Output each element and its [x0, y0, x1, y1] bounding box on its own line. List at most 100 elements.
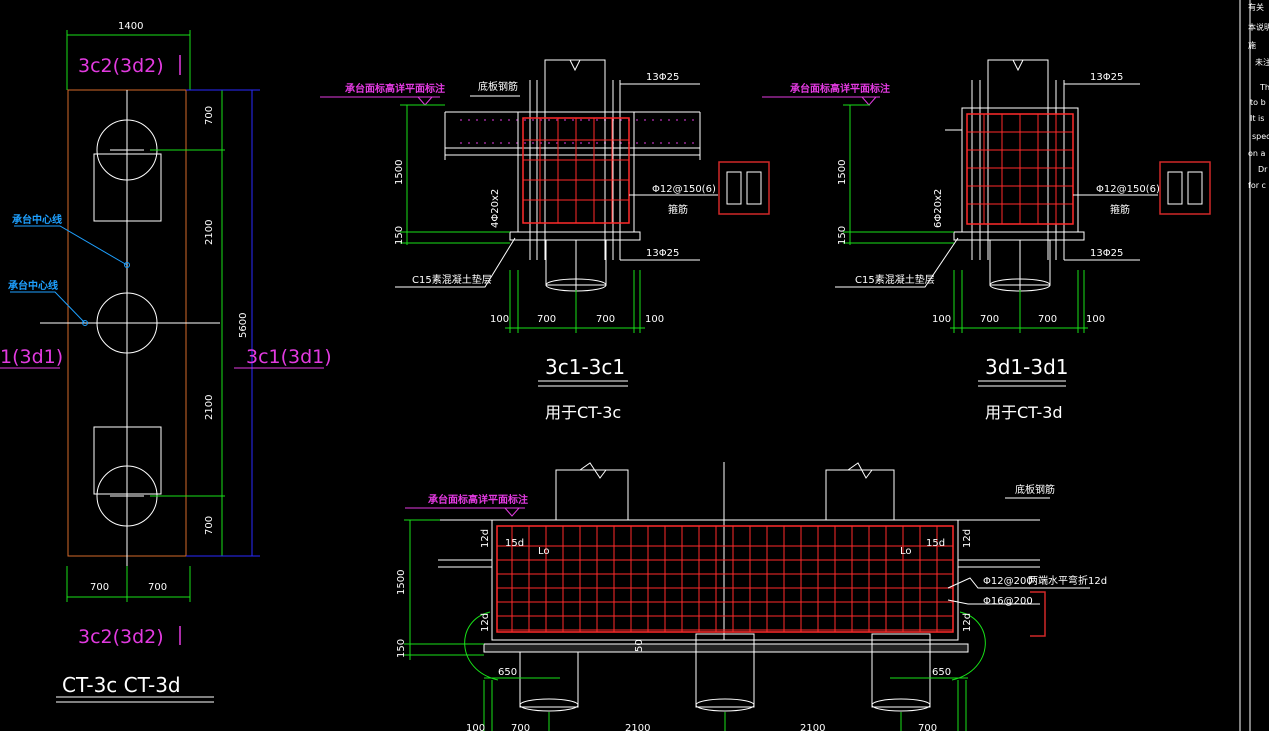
section-d-stirrup-detail-left: [1167, 171, 1183, 205]
side-note-7: It is: [1250, 114, 1264, 123]
centerline-dot-2: [82, 320, 88, 326]
plan-section-right: 3c1(3d1): [246, 346, 332, 368]
long-bottom-dim-1: 100: [466, 723, 485, 731]
section-c-subtitle: 用于CT-3c: [545, 403, 621, 422]
plan-dim-2100-top: 2100: [204, 220, 215, 245]
section-d-dim-4: 100: [1086, 314, 1105, 325]
section-c-rebar-verticals: [539, 118, 613, 223]
column-box-bottom: [93, 426, 162, 495]
section-d-rebar-verticals: [983, 114, 1057, 224]
plan-view: 1400 3c2(3d2) 700 2100 2100 700 5600 1(3…: [0, 21, 332, 703]
side-note-8: spec: [1252, 132, 1269, 141]
long-hook-right: [951, 611, 986, 681]
long-hook-left: [464, 611, 499, 681]
section-d-depth-text: 1500: [837, 160, 848, 185]
column-box-top: [93, 153, 162, 222]
section-d-bottom-dim-ticks: [953, 270, 1085, 333]
long-cushion: [483, 643, 969, 653]
section-d-stirrup: Φ12@150(6): [1096, 184, 1160, 195]
plan-dim-700-bottom: 700: [204, 516, 215, 535]
section-c-level-mark: [417, 96, 433, 106]
section-c-column: [544, 59, 606, 113]
section-c-bottom-bars: 13Φ25: [646, 248, 679, 259]
plan-dim-700-top: 700: [204, 106, 215, 125]
long-rebar-verticals: [511, 526, 938, 632]
section-d-side-bars: 6Φ20x2: [933, 189, 944, 228]
section-d-dim-3: 700: [1038, 314, 1057, 325]
long-hook-top-right: 12d: [962, 529, 973, 548]
long-pile-right-end: [871, 698, 931, 712]
side-note-1: 有关: [1248, 2, 1264, 12]
centerline-dot-1: [124, 262, 130, 268]
section-3d1: 承台面标高详平面标注 1500 150 6: [762, 59, 1211, 422]
centerline-leader-1: [14, 225, 128, 266]
plan-dim-total: 5600: [238, 313, 249, 338]
section-c-title: 3c1-3c1: [545, 355, 625, 379]
section-d-subtitle: 用于CT-3d: [985, 403, 1063, 422]
long-bottom-dim-5: 700: [918, 723, 937, 731]
long-bar-vert: Φ16@200: [983, 596, 1033, 607]
plan-section-top: 3c2(3d2): [78, 55, 164, 77]
section-d-level-mark: [861, 96, 877, 106]
long-cap-outline: [491, 519, 959, 641]
side-note-9: on a: [1248, 149, 1266, 158]
long-bottom-dim-ticks: [483, 680, 967, 731]
section-c-rebar-horizontals: [523, 139, 629, 201]
centerline-label-1: 承台中心线: [12, 213, 62, 226]
plan-section-bottom: 3c2(3d2): [78, 626, 164, 648]
section-c-stirrup-note: 箍筋: [668, 203, 688, 216]
centerline-leader-2: [10, 291, 86, 324]
section-d-stirrup-note: 箍筋: [1110, 203, 1130, 216]
section-c-dim-2: 700: [537, 314, 556, 325]
long-level-mark: [504, 507, 520, 517]
long-bar-horiz-leader: [947, 577, 1090, 589]
long-detail-bracket: [1030, 591, 1046, 637]
section-d-cushion-text: 150: [837, 226, 848, 245]
side-note-2: 本说明: [1248, 22, 1269, 32]
long-column-left: [555, 469, 629, 521]
long-bottom-dim-2: 700: [511, 723, 530, 731]
section-d-top-note: 承台面标高详平面标注: [790, 82, 890, 95]
plan-top-dim-text: 1400: [118, 21, 143, 32]
long-bottom-dim-3: 2100: [625, 723, 650, 731]
plan-section-left: 1(3d1): [0, 346, 63, 368]
section-d-stirrup-detail-right: [1187, 171, 1203, 205]
long-top-note: 承台面标高详平面标注: [428, 493, 528, 506]
side-note-4: 未注明: [1255, 57, 1269, 67]
long-cover: 50: [634, 639, 645, 652]
side-note-10: Dr: [1258, 165, 1268, 174]
section-d-rebar-horizontals: [967, 131, 1073, 205]
long-hook-bot-right: 12d: [962, 613, 973, 632]
long-bar-horiz-note: 两端水平弯折12d: [1028, 574, 1107, 587]
section-c-stirrup-detail-left: [726, 171, 742, 205]
long-section: 承台面标高详平面标注: [396, 462, 1107, 731]
section-d-top-bars: 13Φ25: [1090, 72, 1123, 83]
section-c-cushion-leader: [395, 237, 516, 288]
section-d-column-break: [1012, 59, 1024, 72]
long-cushion-text: 150: [396, 639, 407, 658]
side-note-3: 施: [1248, 40, 1256, 50]
section-c-stirrup: Φ12@150(6): [652, 184, 716, 195]
long-depth-text: 1500: [396, 570, 407, 595]
long-pile-right: [871, 633, 931, 708]
long-edge-left: 650: [498, 667, 517, 678]
side-note-11: for c: [1248, 181, 1266, 190]
long-rebar-horizontals: [497, 545, 953, 631]
section-c-top-note: 承台面标高详平面标注: [345, 82, 445, 95]
plan-bottom-dim-2: 700: [148, 582, 167, 593]
section-d-title: 3d1-3d1: [985, 355, 1069, 379]
section-c-dim-1: 100: [490, 314, 509, 325]
section-c-bottom-dim-ticks: [509, 270, 641, 333]
section-c-depth-text: 1500: [394, 160, 405, 185]
long-anchor-right: 15d: [926, 538, 945, 549]
section-3c1: 承台面标高详平面标注 底板钢筋: [320, 59, 770, 422]
long-hook-bot-left: 12d: [480, 613, 491, 632]
section-c-side-bars: 4Φ20x2: [490, 189, 501, 228]
section-c-dim-4: 100: [645, 314, 664, 325]
section-d-bottom-bars: 13Φ25: [1090, 248, 1123, 259]
side-note-5: Th: [1259, 83, 1269, 92]
long-edge-right: 650: [932, 667, 951, 678]
long-lap-left: Lo: [538, 546, 550, 557]
section-c-column-bars: [529, 80, 621, 260]
